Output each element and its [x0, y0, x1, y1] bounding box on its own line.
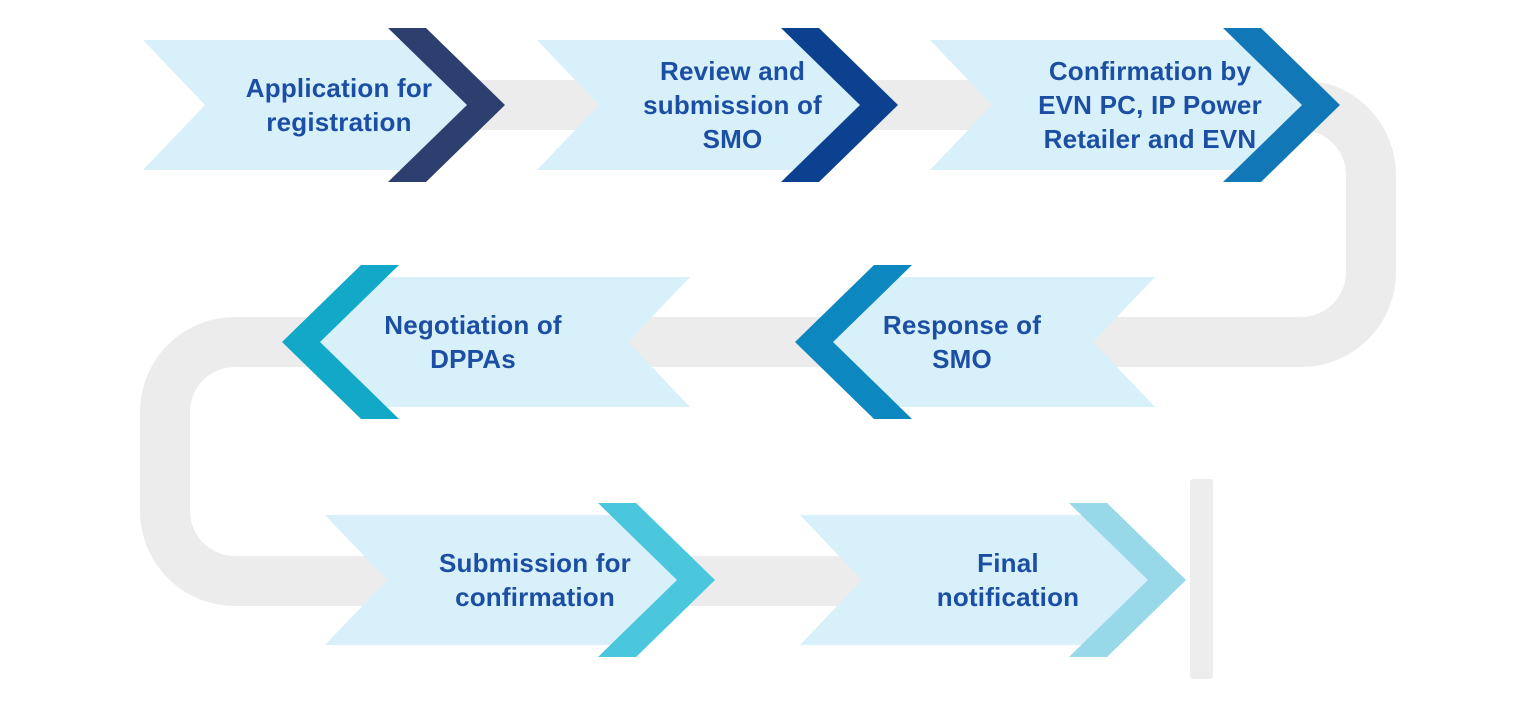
- arrow-body: [825, 277, 1155, 407]
- arrow-body: [312, 277, 690, 407]
- arrow-chevron: [282, 265, 399, 419]
- step-label: Response of SMO: [882, 309, 1042, 374]
- step-final-notification: Final notification: [800, 485, 1186, 675]
- step-label: Application for registration: [245, 72, 433, 137]
- arrow-shape: [930, 28, 1340, 182]
- arrow-chevron: [388, 28, 505, 182]
- arrow-body: [930, 40, 1310, 170]
- arrow-shape: [795, 265, 1155, 419]
- step-submission-for-confirmation: Submission for confirmation: [325, 485, 715, 675]
- arrow-body: [537, 40, 868, 170]
- flow-track-path: [140, 80, 1396, 606]
- flow-end-marker: [1190, 479, 1213, 679]
- arrow-shape: [537, 28, 898, 182]
- step-application-for-registration: Application for registration: [143, 10, 505, 200]
- step-label: Confirmation by EVN PC, IP Power Retaile…: [1038, 55, 1262, 155]
- step-label: Final notification: [936, 547, 1080, 612]
- arrow-chevron: [1223, 28, 1340, 182]
- arrow-chevron: [598, 503, 715, 657]
- arrow-body: [143, 40, 475, 170]
- arrow-shape: [800, 503, 1186, 657]
- arrow-body: [325, 515, 685, 645]
- arrow-chevron: [795, 265, 912, 419]
- step-confirmation-by-evn-pc-ip-power-retailer-and-evn: Confirmation by EVN PC, IP Power Retaile…: [930, 10, 1340, 200]
- step-label: Negotiation of DPPAs: [384, 309, 562, 374]
- arrow-chevron: [781, 28, 898, 182]
- arrow-shape: [325, 503, 715, 657]
- step-label: Review and submission of SMO: [643, 55, 822, 155]
- step-negotiation-of-dppas: Negotiation of DPPAs: [282, 247, 690, 437]
- arrow-shape: [143, 28, 505, 182]
- step-response-of-smo: Response of SMO: [795, 247, 1155, 437]
- step-review-and-submission-of-smo: Review and submission of SMO: [537, 10, 898, 200]
- arrow-shape: [282, 265, 690, 419]
- arrow-chevron: [1069, 503, 1186, 657]
- step-label: Submission for confirmation: [438, 547, 632, 612]
- arrow-body: [800, 515, 1156, 645]
